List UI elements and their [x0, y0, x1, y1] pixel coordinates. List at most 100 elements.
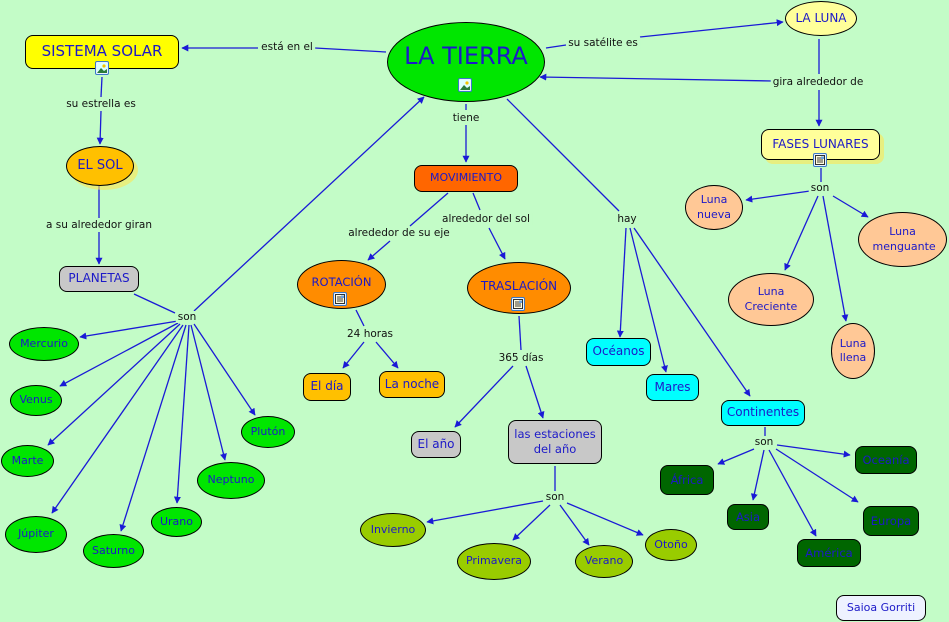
concept-urano[interactable]: Urano: [151, 507, 202, 537]
link-label-alrededor-de-su-eje: alrededor de su eje: [346, 227, 452, 239]
concept-estaciones[interactable]: las estaciones del año: [508, 420, 602, 464]
link-365-ano: [454, 365, 514, 428]
link-son-creciente: [784, 195, 819, 271]
concept-label: LA TIERRA: [404, 42, 528, 70]
concept-movimiento[interactable]: MOVIMIENTO: [414, 165, 518, 192]
link-planetas-son: [133, 293, 176, 314]
concept-verano[interactable]: Verano: [575, 545, 633, 578]
link-son-llena: [822, 195, 849, 322]
image-icon[interactable]: [95, 61, 109, 75]
concept-luna-nueva[interactable]: Luna nueva: [685, 185, 743, 230]
concept-label: TRASLACIÓN: [480, 279, 558, 293]
concept-label: Luna nueva: [697, 193, 731, 221]
concept-oceania[interactable]: Oceanía: [855, 446, 917, 474]
concept-label: Otoño: [654, 537, 688, 551]
concept-label: El año: [417, 436, 455, 451]
link-label-tiene: tiene: [450, 112, 482, 124]
link-son-invierno: [426, 500, 544, 525]
document-icon[interactable]: [511, 297, 525, 311]
concept-otono[interactable]: Otoño: [645, 529, 697, 561]
concept-label: MOVIMIENTO: [429, 171, 502, 185]
concept-america[interactable]: América: [797, 539, 861, 567]
concept-label: EL SOL: [77, 157, 123, 173]
concept-label: Europa: [870, 513, 912, 528]
link-mov-sol: [472, 192, 481, 211]
concept-jupiter[interactable]: Júpiter: [5, 516, 67, 553]
concept-label: FASES LUNARES: [772, 136, 869, 151]
concept-luna-llena[interactable]: Luna llena: [831, 323, 875, 379]
link-label-esta-en-el: está en el: [259, 41, 315, 53]
link-son-venus: [59, 322, 179, 387]
concept-la-luna[interactable]: LA LUNA: [785, 1, 857, 36]
link-son-mercurio: [79, 320, 179, 340]
link-365-estaciones: [525, 365, 545, 419]
concept-pluton[interactable]: Plutón: [241, 416, 295, 448]
concept-label: las estaciones del año: [514, 427, 596, 456]
link-son-verano: [559, 504, 590, 546]
author-label: Saioa Gorriti: [836, 595, 926, 621]
concept-label: América: [805, 545, 853, 560]
concept-continentes[interactable]: Continentes: [721, 400, 805, 426]
concept-planetas[interactable]: PLANETAS: [59, 266, 139, 292]
concept-label: Verano: [584, 554, 624, 568]
link-son-saturno: [119, 324, 187, 532]
link-son-pluton: [193, 323, 256, 416]
concept-label: Oceanía: [862, 452, 910, 467]
link-traslacion-365: [518, 315, 522, 351]
concept-label: La noche: [384, 376, 440, 391]
concept-venus[interactable]: Venus: [10, 385, 62, 416]
concept-la-noche[interactable]: La noche: [379, 371, 445, 398]
concept-label: SISTEMA SOLAR: [41, 42, 163, 61]
concept-el-dia[interactable]: El día: [303, 373, 351, 401]
link-son-marte: [47, 323, 181, 446]
concept-label: Venus: [19, 393, 53, 407]
link-label-su-satelite-es: su satélite es: [566, 37, 640, 49]
concept-primavera[interactable]: Primavera: [457, 543, 531, 580]
concept-label: Plutón: [250, 424, 286, 438]
concept-marte[interactable]: Marte: [1, 445, 54, 477]
link-son-africa: [717, 448, 755, 465]
link-son-neptuno: [190, 324, 227, 461]
concept-label: Luna llena: [839, 336, 867, 364]
image-icon[interactable]: [458, 78, 472, 92]
link-label-su-estrella-es: su estrella es: [64, 98, 138, 110]
concept-label: Asia: [735, 509, 761, 524]
concept-africa[interactable]: África: [660, 465, 714, 495]
concept-asia[interactable]: Asia: [727, 504, 769, 530]
link-son-tierra: [193, 96, 425, 312]
concept-el-ano[interactable]: El año: [411, 431, 461, 458]
link-son-urano: [173, 324, 190, 504]
link-label-son-estaciones: son: [543, 491, 567, 503]
concept-mares[interactable]: Mares: [646, 374, 699, 401]
link-gira-tierra: [539, 73, 774, 82]
concept-label: Saturno: [91, 543, 136, 557]
link-eje-rotacion: [367, 240, 391, 261]
concept-oceanos[interactable]: Océanos: [586, 338, 651, 366]
link-son-europa: [775, 448, 859, 503]
concept-neptuno[interactable]: Neptuno: [197, 462, 265, 499]
document-icon[interactable]: [333, 292, 347, 306]
link-son-primavera: [512, 504, 551, 541]
link-son-oceania: [776, 444, 851, 458]
link-son-otono: [566, 502, 644, 536]
concept-label: Invierno: [370, 522, 416, 536]
concept-label: Continentes: [726, 405, 800, 420]
concept-label: Neptuno: [207, 473, 255, 487]
link-satelite-luna: [639, 19, 784, 38]
document-icon[interactable]: [813, 153, 827, 167]
concept-label: Marte: [11, 453, 44, 467]
concept-europa[interactable]: Europa: [863, 506, 919, 536]
link-son-america: [768, 449, 817, 537]
concept-luna-creciente[interactable]: Luna Creciente: [728, 273, 814, 326]
concept-label: Luna menguante: [872, 225, 936, 253]
concept-el-sol[interactable]: EL SOL: [66, 146, 134, 186]
concept-invierno[interactable]: Invierno: [360, 513, 426, 547]
concept-luna-menguante[interactable]: Luna menguante: [858, 212, 947, 267]
link-hay-continentes: [633, 227, 751, 397]
link-tierra-esta: [314, 47, 387, 53]
concept-saturno[interactable]: Saturno: [83, 534, 144, 568]
concept-label: LA LUNA: [795, 10, 847, 25]
concept-mercurio[interactable]: Mercurio: [9, 327, 79, 361]
concept-label: El día: [310, 379, 344, 394]
